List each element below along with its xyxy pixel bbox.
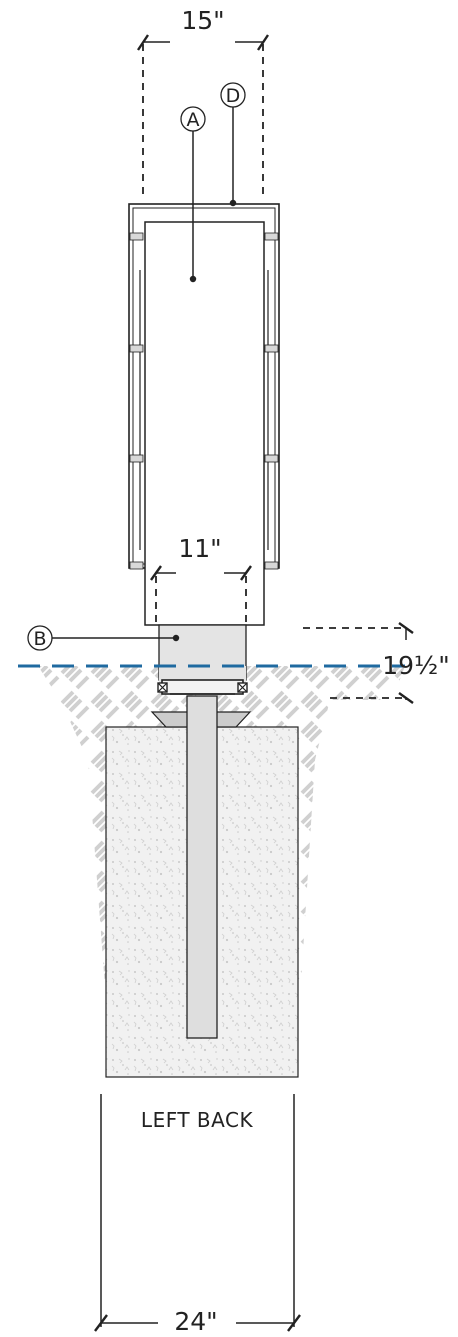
callout-a-label: A (187, 109, 200, 131)
callout-d-label: D (226, 85, 241, 107)
callout-b (27, 625, 180, 651)
callout-b-label: B (33, 628, 46, 650)
top-width-dimension (137, 34, 269, 194)
base-plate (157, 679, 248, 695)
footing-width-label: 24" (174, 1307, 217, 1336)
footing-width-dimension (94, 1094, 301, 1332)
depth-dimension (303, 622, 414, 704)
inner-width-dimension (150, 565, 252, 625)
callout-a (180, 106, 206, 283)
top-width-label: 15" (181, 6, 224, 35)
view-label: LEFT BACK (141, 1108, 254, 1132)
sign-panel (144, 221, 265, 626)
embedded-post (186, 695, 218, 1039)
inner-width-label: 11" (178, 534, 221, 563)
depth-label: 19½" (382, 651, 450, 680)
callout-d (220, 82, 246, 207)
